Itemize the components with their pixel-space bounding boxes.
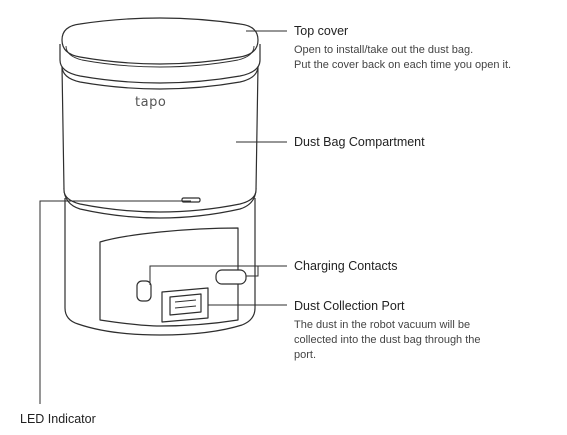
callout-dust-bag-title: Dust Bag Compartment bbox=[294, 135, 425, 149]
callout-port-line-2: collected into the dust bag through the bbox=[294, 334, 481, 346]
dust-port-detail bbox=[174, 299, 197, 309]
callout-port-line-3: port. bbox=[294, 349, 317, 361]
lid-top bbox=[61, 17, 259, 65]
charging-contact-left bbox=[136, 280, 152, 302]
tapo-logo: tapo bbox=[135, 95, 166, 110]
callout-port-title: Dust Collection Port bbox=[294, 299, 405, 313]
callout-port-line-1: The dust in the robot vacuum will be bbox=[294, 319, 471, 331]
callout-top-cover-line-1: Open to install/take out the dust bag. bbox=[294, 44, 474, 56]
callout-charging-title: Charging Contacts bbox=[294, 259, 398, 273]
callout-top-cover-line-2: Put the cover back on each time you open… bbox=[294, 59, 512, 71]
dust-port-inner bbox=[169, 293, 202, 316]
callout-led-title: LED Indicator bbox=[20, 412, 96, 426]
leader-led bbox=[39, 200, 191, 404]
leader-charging-right bbox=[246, 266, 259, 277]
dust-station-illustration bbox=[59, 17, 261, 336]
leader-charging bbox=[149, 265, 287, 285]
callout-top-cover-title: Top cover bbox=[294, 24, 349, 38]
charging-contact-right bbox=[215, 269, 247, 285]
lid-seam bbox=[65, 45, 255, 68]
callout-leader-lines bbox=[39, 30, 287, 404]
